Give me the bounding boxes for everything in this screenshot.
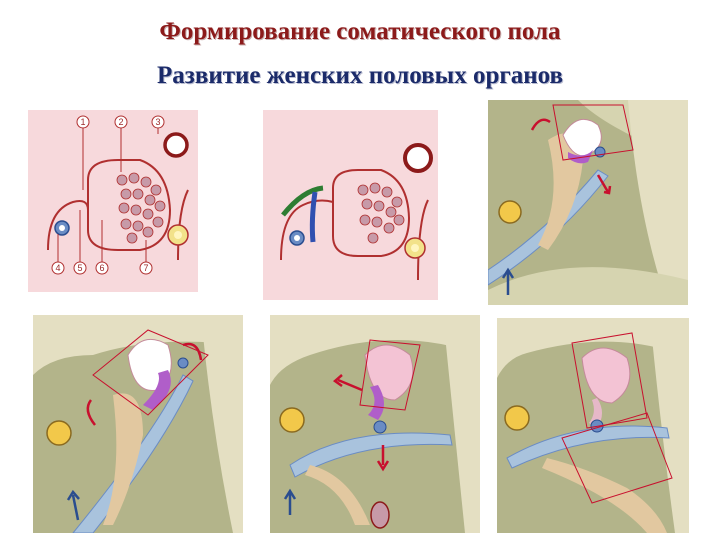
panel-sagittal-stage-1 [488, 100, 688, 305]
label-1: 1 [80, 117, 85, 127]
label-7: 7 [143, 263, 148, 273]
label-4: 4 [55, 263, 60, 273]
label-5: 5 [77, 263, 82, 273]
panel-cross-section-labeled: 1 2 3 4 5 6 7 [28, 110, 198, 292]
label-6: 6 [99, 263, 104, 273]
panel-cross-section-ducts [263, 110, 438, 300]
label-3: 3 [155, 117, 160, 127]
slide-title: Формирование соматического пола [159, 18, 561, 45]
panel-sagittal-stage-4 [497, 318, 689, 533]
label-2: 2 [118, 117, 123, 127]
slide-subtitle: Развитие женских половых органов [157, 62, 563, 89]
panel-sagittal-stage-2 [33, 315, 243, 533]
panel-sagittal-stage-3 [270, 315, 480, 533]
